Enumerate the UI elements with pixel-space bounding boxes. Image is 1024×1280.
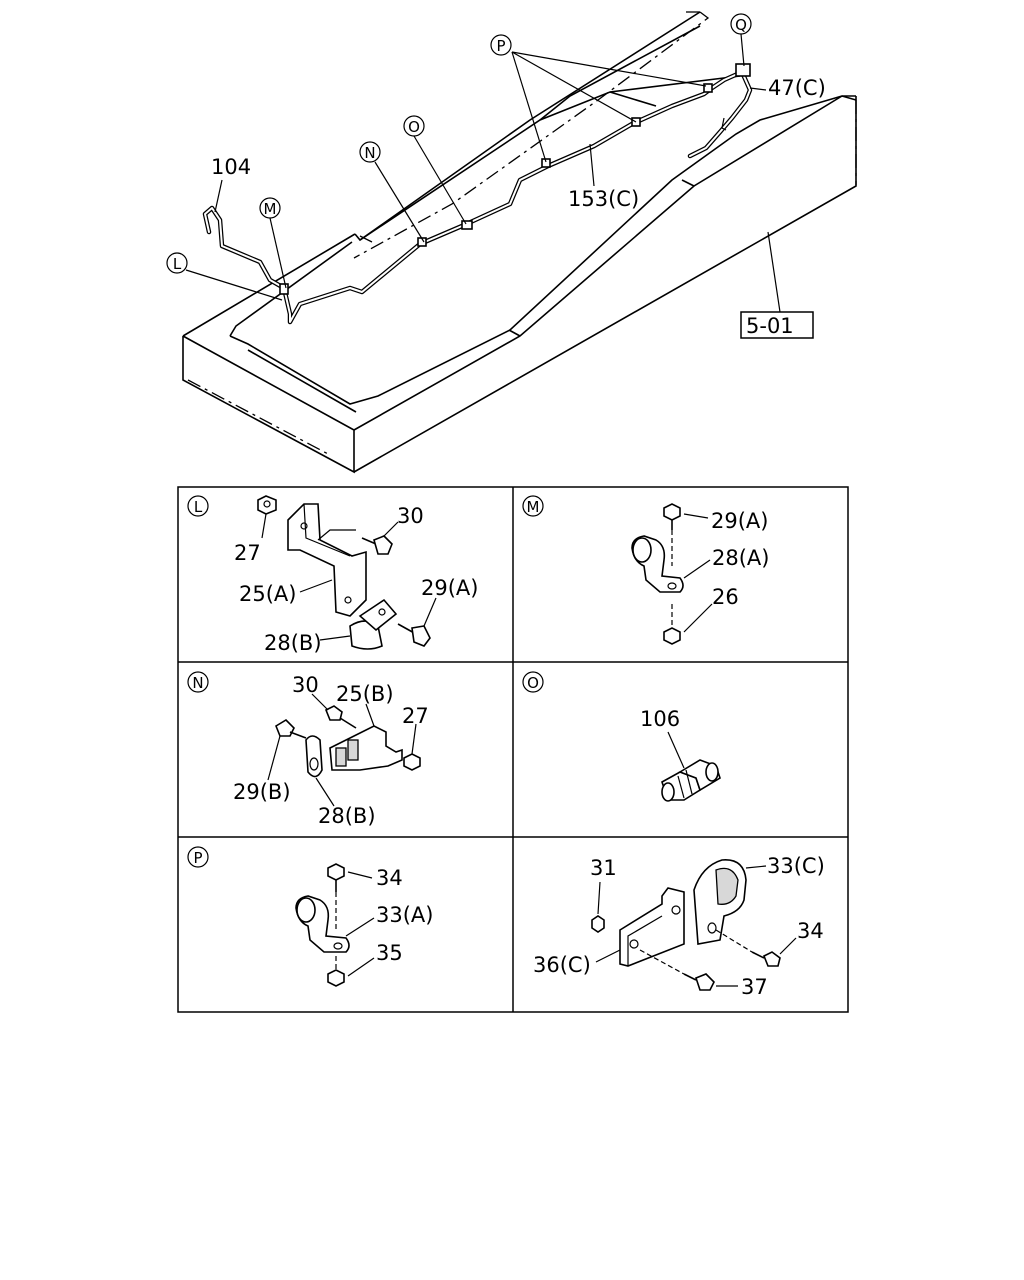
label-33a: 33(A) bbox=[376, 903, 433, 927]
label-30: 30 bbox=[397, 504, 424, 528]
circle-p bbox=[490, 34, 512, 56]
label-35: 35 bbox=[376, 941, 403, 965]
label-29a-m: 29(A) bbox=[711, 509, 768, 533]
label-106: 106 bbox=[640, 707, 680, 731]
circle-m-label: M bbox=[264, 200, 277, 218]
bolt-34-q bbox=[715, 929, 781, 967]
label-29a: 29(A) bbox=[421, 576, 478, 600]
panel-l: L 27 30 25(A) 29(A) bbox=[187, 495, 478, 655]
clamp-33c bbox=[693, 859, 747, 945]
callout-47c: 47(C) bbox=[768, 76, 826, 100]
circle-p-label: P bbox=[496, 37, 505, 55]
label-37: 37 bbox=[741, 975, 768, 999]
circle-o bbox=[403, 115, 425, 137]
label-33c: 33(C) bbox=[767, 854, 825, 878]
frame-rail bbox=[182, 11, 857, 474]
bracket-36c bbox=[619, 887, 685, 967]
panel-l-title: L bbox=[194, 498, 203, 516]
nut-27-n bbox=[403, 753, 421, 771]
nut-27 bbox=[257, 495, 277, 515]
bolt-34-p bbox=[327, 863, 345, 930]
panel-p: P 34 33(A) 35 bbox=[187, 846, 433, 987]
panel-n-title: N bbox=[192, 674, 203, 692]
label-31: 31 bbox=[590, 856, 617, 880]
label-28b-n: 28(B) bbox=[318, 804, 376, 828]
panel-o: O 106 bbox=[522, 671, 721, 802]
bolt-29a-m bbox=[663, 503, 681, 566]
circle-o-label: O bbox=[408, 118, 420, 136]
nut-31 bbox=[591, 915, 605, 933]
label-34-p: 34 bbox=[376, 866, 403, 890]
clamp-28a bbox=[631, 535, 684, 593]
bolt-30 bbox=[361, 535, 393, 555]
label-29b: 29(B) bbox=[233, 780, 291, 804]
bolt-37 bbox=[639, 949, 715, 991]
bracket-25b bbox=[329, 725, 403, 771]
label-34-q: 34 bbox=[797, 919, 824, 943]
main-callouts: 104 47(C) 153(C) 5-01 L M N O P Q bbox=[166, 13, 826, 339]
circle-n-label: N bbox=[364, 144, 375, 162]
callout-104: 104 bbox=[211, 155, 251, 179]
label-27: 27 bbox=[234, 541, 261, 565]
circle-l-label: L bbox=[173, 255, 182, 273]
label-25b: 25(B) bbox=[336, 682, 394, 706]
label-30-n: 30 bbox=[292, 673, 319, 697]
label-26: 26 bbox=[712, 585, 739, 609]
bracket-25a bbox=[287, 503, 367, 617]
bolt-29b bbox=[275, 718, 307, 739]
clamp-33a bbox=[295, 895, 350, 953]
nut-26 bbox=[663, 604, 681, 645]
panel-m: M 29(A) 28(A) 26 bbox=[522, 495, 769, 645]
circle-q-label: Q bbox=[735, 16, 747, 34]
callout-153c: 153(C) bbox=[568, 187, 639, 211]
nut-35 bbox=[327, 956, 345, 987]
bolt-30-n bbox=[324, 705, 357, 729]
circle-m bbox=[259, 197, 281, 219]
circle-n bbox=[359, 141, 381, 163]
panel-q: 31 33(C) 34 36(C) 37 bbox=[533, 854, 825, 999]
panel-n: N 30 25(B) 27 29(B) 28(B) bbox=[187, 671, 429, 828]
panel-m-title: M bbox=[527, 498, 540, 516]
label-28b: 28(B) bbox=[264, 631, 322, 655]
reference-5-01: 5-01 bbox=[746, 314, 794, 338]
bolt-29a bbox=[397, 623, 431, 647]
connector-106 bbox=[661, 759, 721, 802]
label-28a: 28(A) bbox=[712, 546, 769, 570]
label-25a: 25(A) bbox=[239, 582, 296, 606]
panel-o-title: O bbox=[527, 674, 539, 692]
panel-p-title: P bbox=[193, 849, 202, 867]
detail-grid bbox=[177, 486, 849, 1013]
reference-box bbox=[740, 311, 814, 339]
circle-l bbox=[166, 252, 188, 274]
callout-leaders bbox=[185, 33, 781, 313]
label-27-n: 27 bbox=[402, 704, 429, 728]
clamp-28b-n bbox=[305, 735, 323, 778]
circle-q bbox=[730, 13, 752, 35]
label-36c: 36(C) bbox=[533, 953, 591, 977]
clamp-28b bbox=[349, 598, 398, 650]
